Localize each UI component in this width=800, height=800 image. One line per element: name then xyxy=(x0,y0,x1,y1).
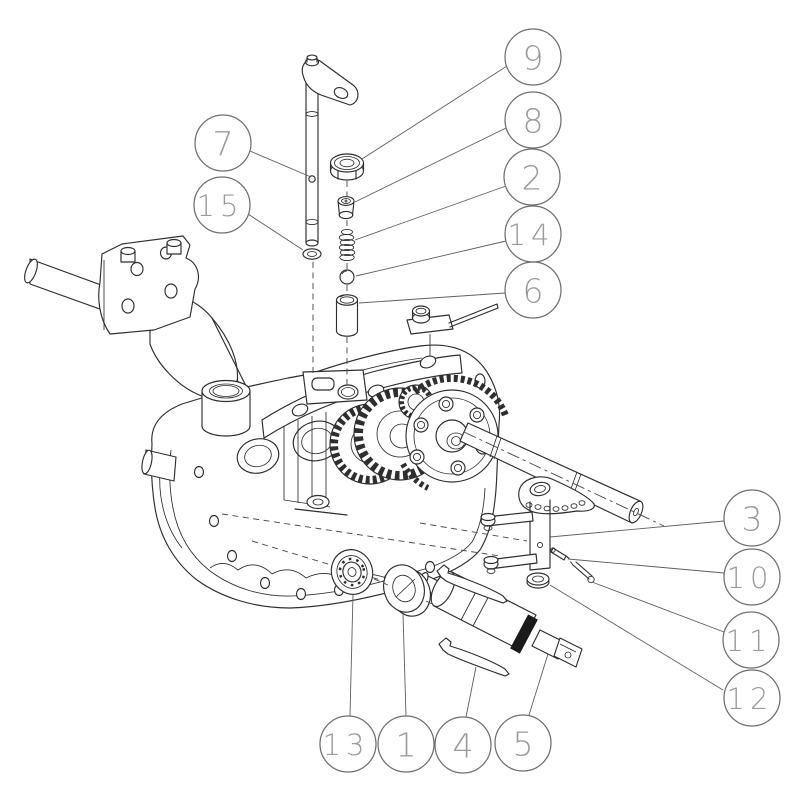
explode-dashed-lines xyxy=(312,181,348,385)
callout-balloon-4-spring-clip[interactable]: 4 xyxy=(434,716,492,774)
balloon-circle-8[interactable] xyxy=(504,91,562,149)
callout-balloon-11-cotter-pin[interactable]: 11 xyxy=(722,611,780,669)
balloon-circle-2[interactable] xyxy=(503,148,561,206)
balloon-circle-7[interactable] xyxy=(194,114,252,172)
balloon-number-9: 9 xyxy=(523,39,544,78)
balloon-circle-15[interactable] xyxy=(193,176,251,234)
leader-line-3 xyxy=(549,520,725,538)
leader-line-15 xyxy=(247,213,304,251)
balloon-circle-11[interactable] xyxy=(722,611,780,669)
balloon-number-8: 8 xyxy=(523,102,544,141)
leader-line-14 xyxy=(355,240,507,277)
balloon-number-15: 15 xyxy=(197,189,244,223)
callout-balloon-10-roll-pin[interactable]: 10 xyxy=(723,548,781,606)
callout-balloon-7-shift-rod[interactable]: 7 xyxy=(194,114,252,172)
axle-mount-bracket xyxy=(98,235,199,335)
callout-balloon-1-oil-seal[interactable]: 1 xyxy=(377,715,435,773)
leader-line-2 xyxy=(354,185,507,241)
leader-line-11 xyxy=(591,581,725,633)
shift-sector-lever xyxy=(518,476,595,515)
callout-balloon-15-small-washer[interactable]: 15 xyxy=(193,176,251,234)
leader-line-12 xyxy=(549,584,724,691)
shift-boss xyxy=(294,494,348,516)
ball-bearing-13 xyxy=(330,549,374,595)
hex-nut-9 xyxy=(329,153,365,181)
balloon-number-10: 10 xyxy=(727,561,774,595)
balloon-number-4: 4 xyxy=(453,727,474,766)
detent-plug-8 xyxy=(337,196,355,220)
callout-balloon-8-detent-plug[interactable]: 8 xyxy=(504,91,562,149)
balloon-number-14: 14 xyxy=(508,218,555,252)
balloon-number-1: 1 xyxy=(396,726,417,765)
callout-balloon-12-flat-washer[interactable]: 12 xyxy=(723,669,781,727)
balloon-circle-5[interactable] xyxy=(494,714,552,772)
oil-seal-1 xyxy=(383,564,431,617)
spring-clip-4b xyxy=(438,637,510,677)
leader-line-10 xyxy=(567,558,725,574)
leader-line-1 xyxy=(402,613,407,717)
output-axle-shaft xyxy=(459,422,665,527)
balloon-number-6: 6 xyxy=(523,272,544,311)
bushing-6 xyxy=(335,294,359,337)
balloon-circle-10[interactable] xyxy=(723,548,781,606)
assembly-centerline-dashes xyxy=(373,578,435,606)
callout-balloon-9-hex-nut[interactable]: 9 xyxy=(504,28,562,86)
leader-line-5 xyxy=(528,653,549,716)
callout-balloon-14-detent-ball[interactable]: 14 xyxy=(504,205,562,263)
bracket-bolt xyxy=(166,238,182,255)
leader-line-6 xyxy=(358,292,506,304)
vent-bracket xyxy=(406,303,499,356)
balloon-circle-4[interactable] xyxy=(434,716,492,774)
balloon-number-3: 3 xyxy=(742,500,763,539)
balloon-circle-12[interactable] xyxy=(723,669,781,727)
leader-line-13 xyxy=(349,593,354,717)
balloon-number-7: 7 xyxy=(213,125,234,164)
rod-lever-arm xyxy=(301,54,359,106)
callout-balloon-3-shift-lever-bracket[interactable]: 3 xyxy=(723,489,781,547)
ring-gear xyxy=(400,374,510,491)
callout-balloon-6-bushing[interactable]: 6 xyxy=(504,261,562,319)
shift-rod-7 xyxy=(301,54,359,247)
drawing-layer xyxy=(24,54,665,677)
callout-balloon-5-brake-shaft[interactable]: 5 xyxy=(494,714,552,772)
balloon-circle-6[interactable] xyxy=(504,261,562,319)
balloon-number-13: 13 xyxy=(323,728,370,762)
leader-line-4 xyxy=(465,666,477,718)
balloon-circle-1[interactable] xyxy=(377,715,435,773)
callout-balloon-2-detent-spring[interactable]: 2 xyxy=(503,148,561,206)
leader-line-8 xyxy=(354,127,507,203)
spring-clip-4a xyxy=(436,564,508,604)
detent-ball-14 xyxy=(339,269,355,285)
leader-line-9 xyxy=(361,65,508,160)
balloon-number-5: 5 xyxy=(513,725,534,764)
axle-stub xyxy=(141,449,177,482)
balloon-number-2: 2 xyxy=(522,159,543,198)
balloon-number-11: 11 xyxy=(726,624,773,658)
balloon-circle-9[interactable] xyxy=(504,28,562,86)
callout-balloon-13-ball-bearing[interactable]: 13 xyxy=(319,715,377,773)
roll-pin-10 xyxy=(550,547,570,561)
small-washer-15 xyxy=(302,248,322,260)
cotter-pin-11 xyxy=(570,561,595,584)
leader-line-7 xyxy=(249,150,312,178)
detent-spring-2 xyxy=(338,228,356,262)
flat-washer-12 xyxy=(526,572,550,589)
mount-ear xyxy=(302,369,368,405)
balloon-circle-3[interactable] xyxy=(723,489,781,547)
bracket-bolt xyxy=(120,246,136,263)
balloon-number-12: 12 xyxy=(727,682,774,716)
link-arm-upper xyxy=(480,511,534,531)
link-arm-lower xyxy=(483,553,538,574)
balloon-circle-13[interactable] xyxy=(319,715,377,773)
oil-fill-boss xyxy=(201,379,251,437)
